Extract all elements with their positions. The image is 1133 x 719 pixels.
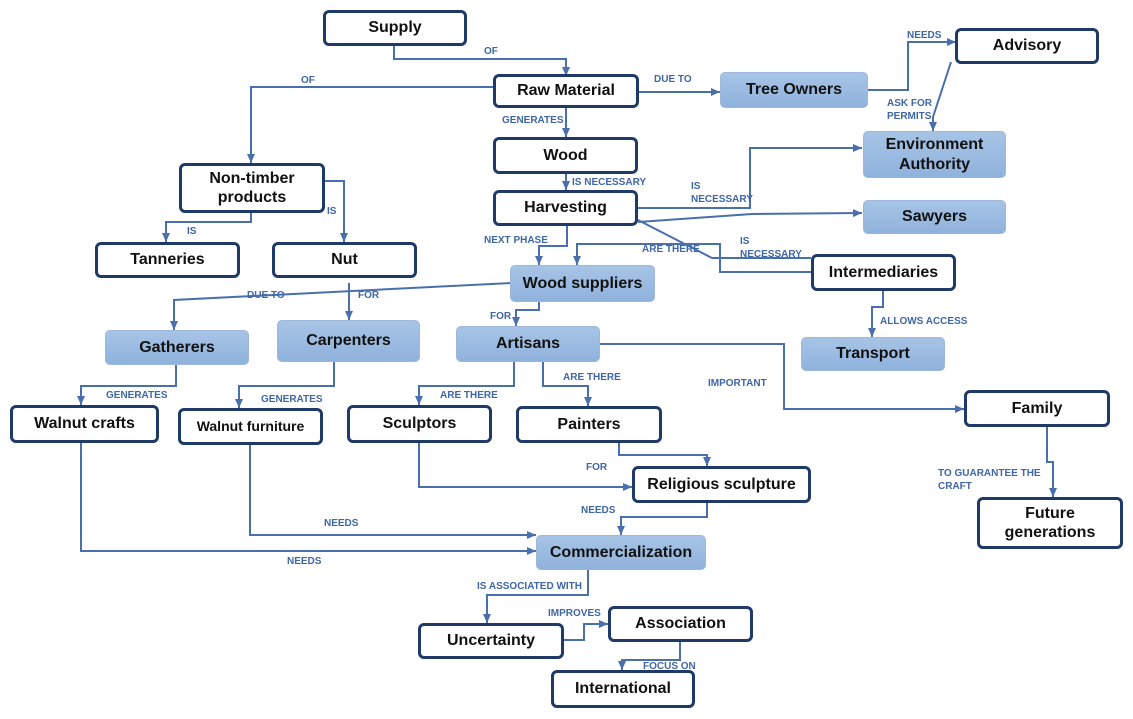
node-wood: Wood (493, 137, 638, 174)
label-allows-access: ALLOWS ACCESS (880, 316, 968, 327)
label-generates-wood: GENERATES (502, 115, 564, 126)
label-to-guarantee: TO GUARANTEE THE CRAFT (938, 468, 1041, 492)
label-are-there-painters: ARE THERE (563, 372, 621, 383)
node-advisory: Advisory (955, 28, 1099, 64)
node-walnut-crafts: Walnut crafts (10, 405, 159, 443)
edge-crafts-commerc (80, 443, 536, 555)
node-harvesting: Harvesting (493, 190, 638, 226)
edge-harvest-env (638, 144, 862, 209)
label-ask-for-permits: ASK FOR PERMITS (887, 98, 932, 122)
node-future-generations: Future generations (977, 497, 1123, 549)
edge-inter-transport (868, 290, 884, 337)
node-uncertainty: Uncertainty (418, 623, 564, 659)
edge-artisans-family (599, 343, 964, 413)
edge-gatherers-crafts (77, 364, 177, 405)
node-sawyers: Sawyers (863, 200, 1006, 234)
node-artisans: Artisans (456, 326, 600, 362)
node-sculptors: Sculptors (347, 405, 492, 443)
label-for-religious: FOR (586, 462, 608, 473)
label-is-nontimber: IS (327, 206, 337, 217)
label-needs-advisory: NEEDS (907, 30, 942, 41)
edge-sculptors-religious (418, 442, 632, 491)
label-is-necessary-env: IS NECESSARY (691, 181, 753, 205)
edge-supply-raw (393, 44, 570, 76)
node-nut: Nut (272, 242, 417, 278)
node-painters: Painters (516, 406, 662, 443)
label-for-carpenters: FOR (358, 290, 380, 301)
node-supply: Supply (323, 10, 467, 46)
label-are-there-sculptors: ARE THERE (440, 390, 498, 401)
edge-inter-suppliers (573, 243, 811, 273)
node-environment-authority: Environment Authority (863, 131, 1006, 178)
edge-harvest-inter (637, 219, 811, 259)
edge-artisans-sculptors (415, 362, 515, 405)
label-next-phase: NEXT PHASE (484, 235, 548, 246)
label-is-tanneries: IS (187, 226, 197, 237)
edge-artisans-painters (542, 362, 592, 406)
edge-commerc-uncertainty (483, 570, 589, 623)
node-international: International (551, 670, 695, 708)
node-family: Family (964, 390, 1110, 427)
label-due-to-tree: DUE TO (654, 74, 692, 85)
label-for-artisans: FOR (490, 311, 512, 322)
label-are-there-suppliers: ARE THERE (642, 244, 700, 255)
edge-nontimber-nut (325, 180, 348, 242)
label-supply-of: OF (484, 46, 498, 57)
node-wood-suppliers: Wood suppliers (510, 265, 655, 302)
label-is-associated-with: IS ASSOCIATED WITH (477, 581, 582, 592)
node-non-timber-products: Non-timber products (179, 163, 325, 213)
edge-painters-religious (618, 442, 711, 466)
node-tanneries: Tanneries (95, 242, 240, 278)
label-is-necessary-inter: IS NECESSARY (740, 236, 802, 260)
edge-harvest-sawyers (637, 209, 863, 223)
label-improves: IMPROVES (548, 608, 601, 619)
node-carpenters: Carpenters (277, 320, 420, 362)
node-association: Association (608, 606, 753, 642)
node-walnut-furniture: Walnut furniture (178, 408, 323, 445)
label-needs-religious: NEEDS (581, 505, 616, 516)
node-religious-sculpture: Religious sculpture (632, 466, 811, 503)
node-raw-material: Raw Material (493, 74, 639, 108)
edge-religious-commerc (617, 503, 708, 535)
node-transport: Transport (801, 337, 945, 371)
edge-advisory-env (929, 61, 952, 131)
edge-association-international (618, 642, 681, 670)
edge-raw-nontimber (247, 86, 495, 163)
node-gatherers: Gatherers (105, 330, 249, 365)
label-is-necessary-harvest: IS NECESSARY (572, 177, 647, 188)
node-commercialization: Commercialization (536, 535, 706, 570)
label-generates-crafts: GENERATES (106, 390, 168, 401)
label-due-to-gatherers: DUE TO (247, 290, 285, 301)
label-raw-of: OF (301, 75, 315, 86)
edge-furniture-commerc (249, 445, 536, 539)
node-intermediaries: Intermediaries (811, 254, 956, 291)
label-focus-on: FOCUS ON (643, 661, 696, 672)
node-tree-owners: Tree Owners (720, 72, 868, 108)
edge-suppliers-artisans (512, 301, 540, 326)
edge-suppliers-gatherers (170, 282, 512, 330)
label-needs-furniture: NEEDS (324, 518, 359, 529)
label-generates-furniture: GENERATES (261, 394, 323, 405)
edge-family-future (1046, 427, 1057, 497)
edge-harvest-suppliers (535, 225, 568, 265)
edge-tree-advisory (867, 38, 956, 91)
label-needs-crafts: NEEDS (287, 556, 322, 567)
edge-carpenters-furniture (235, 362, 335, 408)
edge-nontimber-tanneries (162, 212, 252, 242)
label-important: IMPORTANT (708, 378, 767, 389)
edge-uncertainty-association (564, 620, 608, 641)
